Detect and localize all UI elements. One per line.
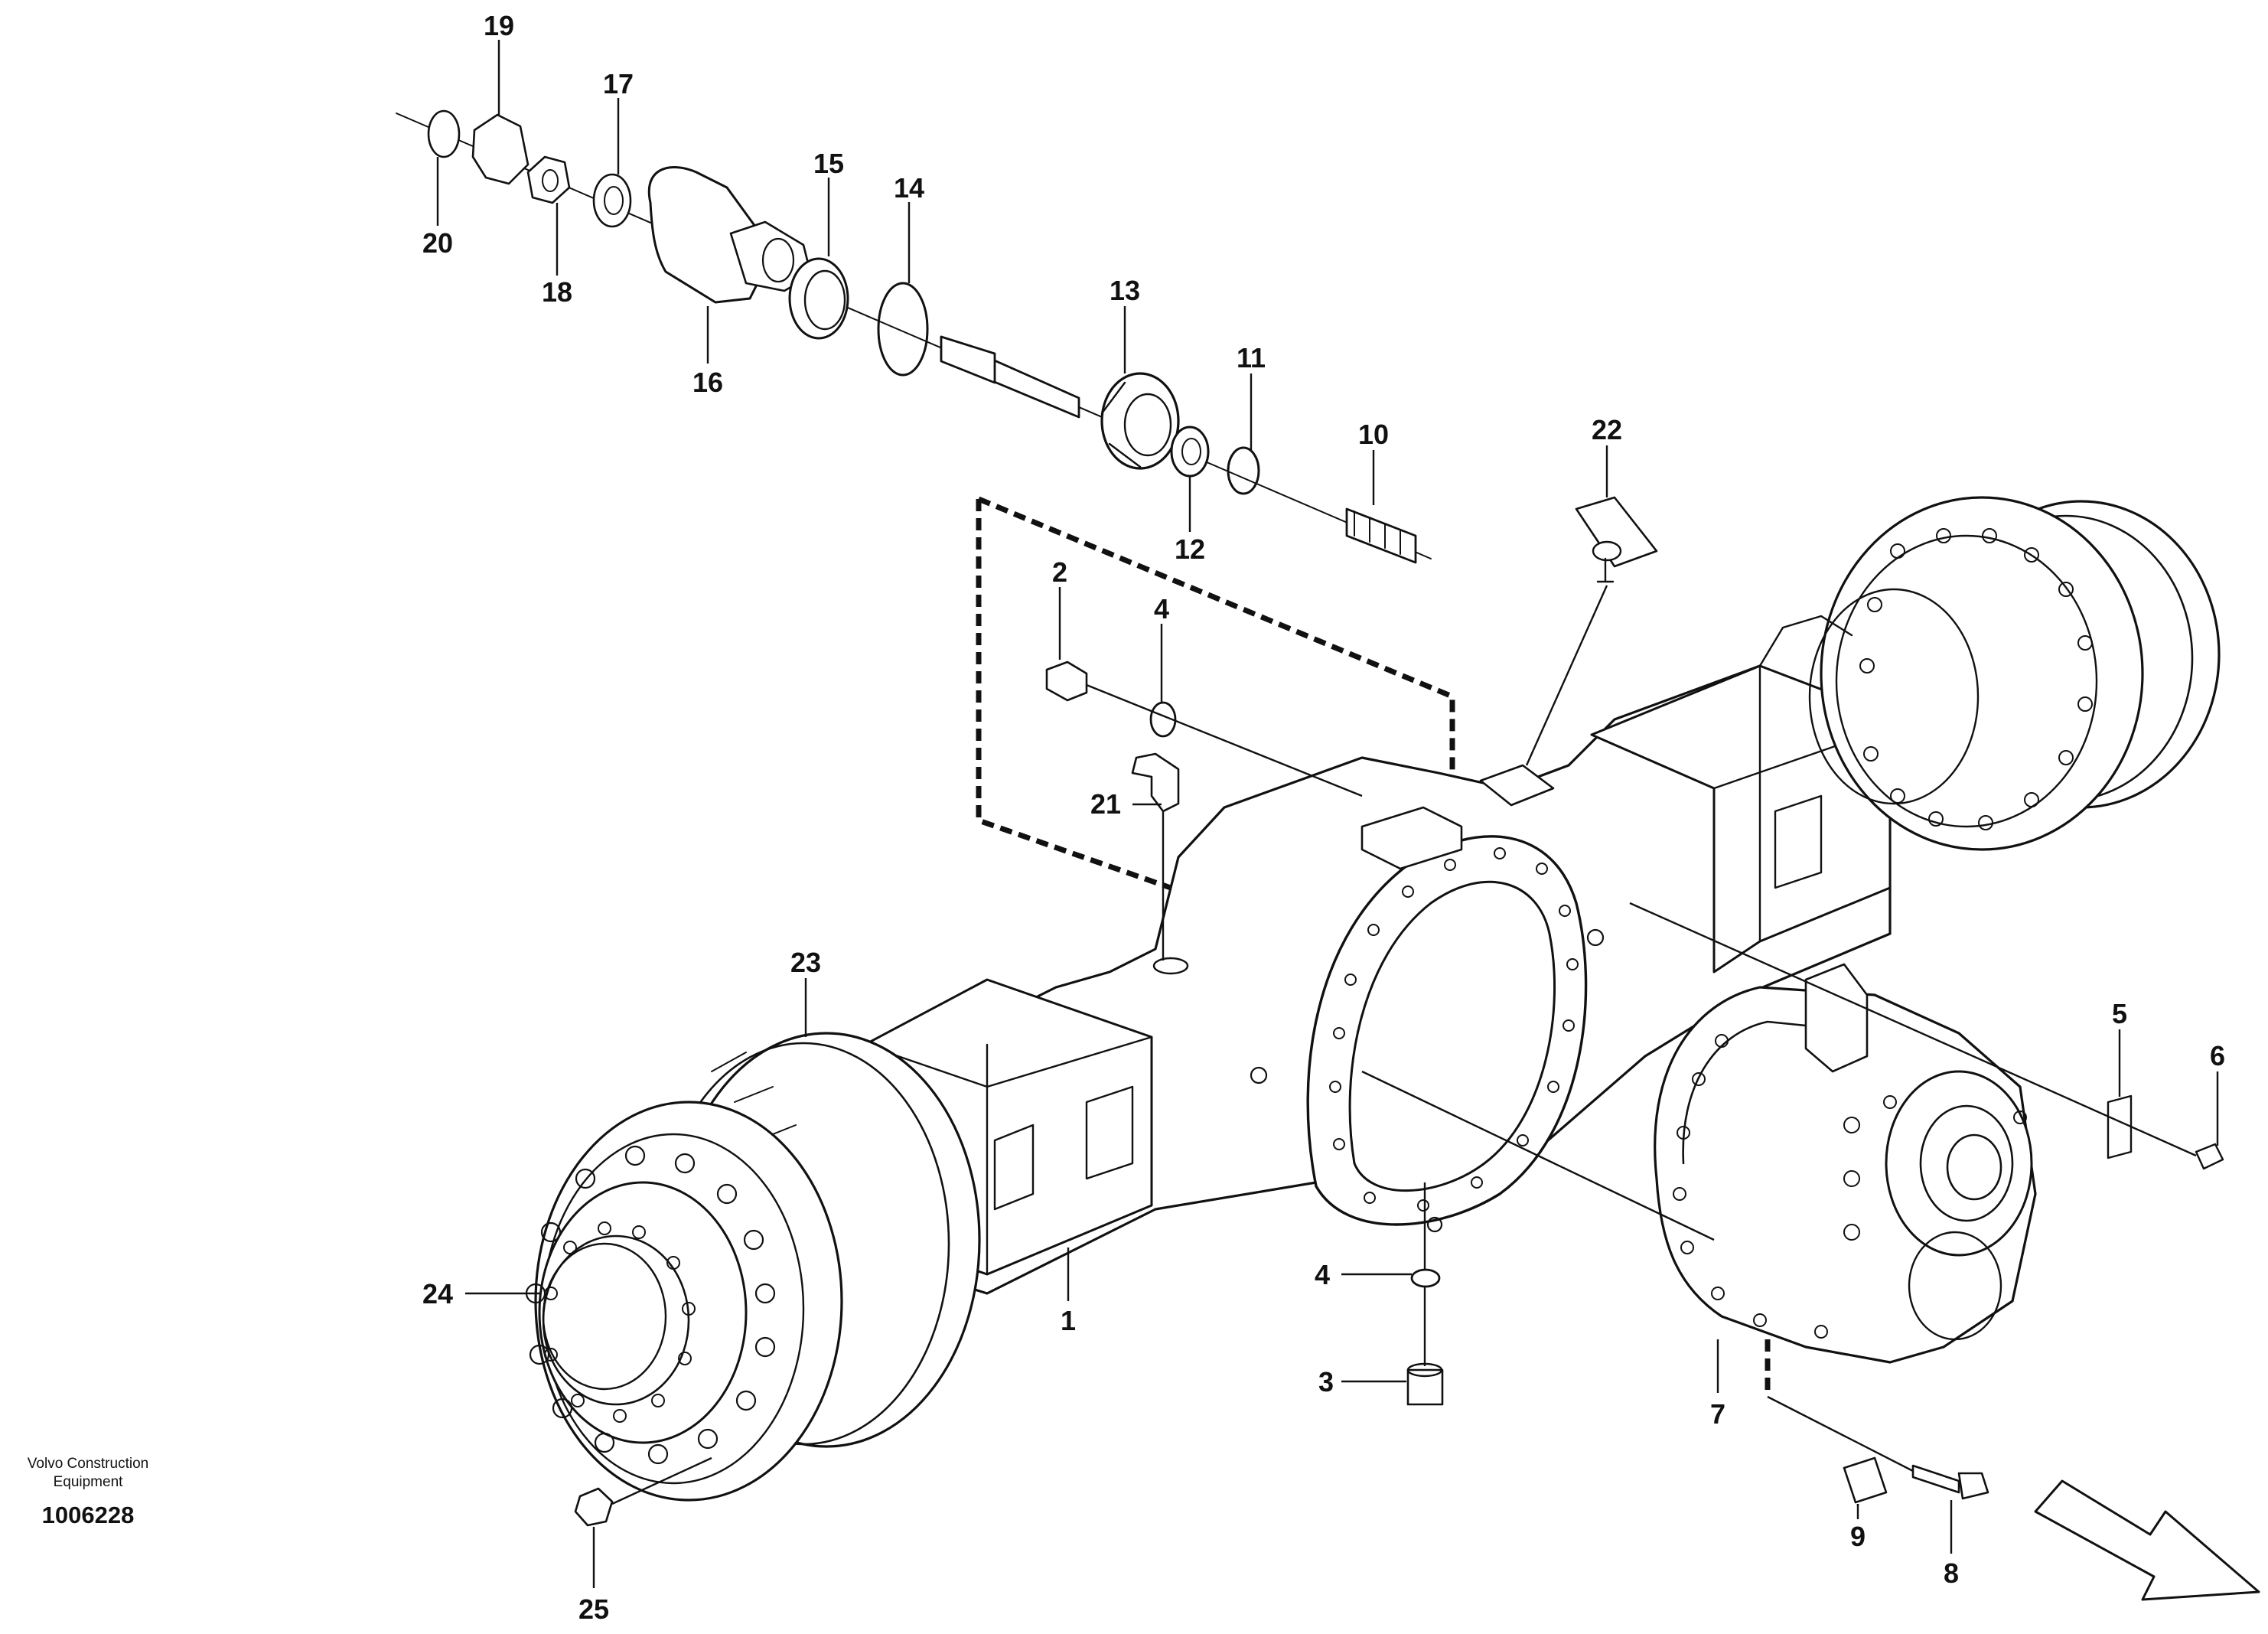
plug-3 [1406, 1368, 1444, 1406]
label-part-4-top: 4 [1154, 593, 1169, 625]
label-part-18: 18 [542, 276, 572, 308]
sleeve-9 [1843, 1456, 1888, 1504]
label-part-2: 2 [1052, 556, 1067, 588]
forward-arrow-icon [2034, 1479, 2260, 1601]
left-wheel-hub [525, 1032, 981, 1502]
o-ring-4-bottom [1410, 1268, 1441, 1288]
hardware-pieces [574, 496, 2224, 1527]
document-number: 1006228 [42, 1502, 135, 1528]
right-hub-bolt-holes [1859, 528, 2093, 830]
part-labels: 19 17 15 14 13 11 10 12 22 16 18 20 2 4 … [422, 10, 2225, 1625]
label-part-14: 14 [894, 172, 924, 204]
lock-plate [471, 113, 530, 185]
label-part-1: 1 [1061, 1305, 1076, 1336]
label-part-4-bottom: 4 [1315, 1259, 1330, 1290]
label-part-11: 11 [1237, 342, 1266, 373]
tag-5 [2107, 1094, 2133, 1159]
label-part-23: 23 [790, 947, 821, 978]
leader-lines [436, 40, 2219, 1588]
label-part-25: 25 [578, 1593, 609, 1625]
bolt-8 [1911, 1464, 1960, 1494]
plug-2 [1045, 660, 1088, 702]
axle-assembly-drawing [396, 109, 2260, 1601]
label-part-6: 6 [2210, 1040, 2225, 1071]
label-part-8: 8 [1944, 1557, 1959, 1589]
carrier-bolts [1673, 1034, 2027, 1339]
label-part-13: 13 [1110, 275, 1140, 306]
right-wheel-hub [1758, 496, 2221, 851]
lock-ring [427, 109, 461, 158]
differential-carrier [1654, 963, 2037, 1364]
input-shaft-explosion [396, 109, 1432, 564]
wheel-studs [525, 1145, 776, 1465]
label-part-10: 10 [1358, 419, 1389, 450]
brand-name: Volvo Construction [28, 1456, 148, 1472]
flange-bolt-holes [1329, 847, 1579, 1212]
label-part-16: 16 [692, 367, 723, 398]
label-part-17: 17 [603, 68, 634, 99]
label-part-22: 22 [1592, 414, 1622, 445]
screw-6 [2195, 1143, 2224, 1170]
label-part-19: 19 [484, 10, 514, 41]
hex-nut [526, 155, 571, 204]
label-part-12: 12 [1175, 533, 1205, 565]
label-part-9: 9 [1850, 1521, 1866, 1552]
label-part-15: 15 [813, 148, 844, 179]
label-part-24: 24 [422, 1278, 453, 1309]
elbow-fitting-21 [1131, 752, 1180, 813]
label-part-7: 7 [1710, 1398, 1725, 1430]
label-part-5: 5 [2112, 998, 2127, 1029]
label-part-20: 20 [422, 227, 453, 259]
o-ring-4-top [1149, 701, 1177, 738]
hub-bolt-holes [544, 1221, 696, 1423]
brand-subtitle: Equipment [54, 1474, 124, 1490]
brand-block: Volvo Construction Equipment 1006228 [28, 1456, 148, 1528]
label-part-21: 21 [1090, 788, 1121, 820]
nut-25 [574, 1487, 614, 1527]
label-part-3: 3 [1318, 1366, 1334, 1398]
